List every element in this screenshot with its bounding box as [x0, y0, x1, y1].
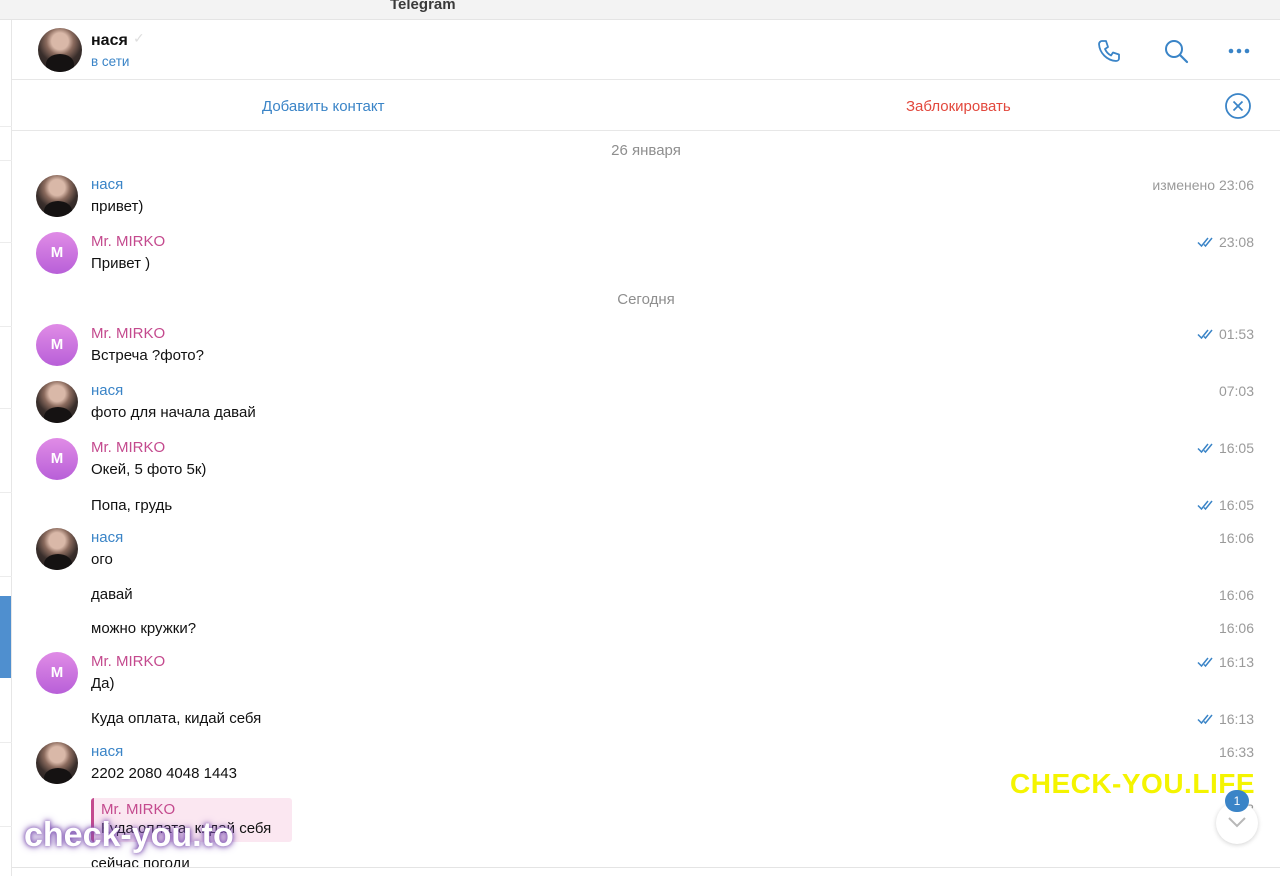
divider	[0, 742, 12, 743]
avatar[interactable]: M	[36, 324, 78, 366]
chat-list-edge	[0, 20, 12, 876]
message-time: 16:13	[1197, 711, 1254, 727]
window-titlebar: Telegram	[0, 0, 1280, 20]
close-icon[interactable]	[1224, 92, 1252, 120]
add-contact-button[interactable]: Добавить контакт	[262, 98, 385, 115]
divider	[0, 242, 12, 243]
message-text: можно кружки?	[91, 620, 197, 637]
message-sender[interactable]: нася	[91, 529, 124, 546]
message-time: 23:08	[1197, 234, 1254, 250]
reply-text: Куда оплата, кидай себя	[101, 820, 272, 837]
avatar[interactable]	[36, 381, 78, 423]
message-text: сейчас погоди	[91, 855, 190, 867]
divider	[0, 576, 12, 577]
message-time: 16:06	[1218, 530, 1254, 546]
selected-chat-indicator[interactable]	[0, 596, 11, 678]
message-time: 16:33	[1218, 744, 1254, 760]
message-time: 16:05	[1197, 497, 1254, 513]
contact-action-bar: Добавить контакт Заблокировать	[12, 80, 1280, 131]
message-text: Окей, 5 фото 5к)	[91, 461, 207, 478]
message-text: Да)	[91, 675, 115, 692]
avatar[interactable]	[38, 28, 82, 72]
message-time: 16:05	[1197, 440, 1254, 456]
online-status: в сети	[91, 54, 130, 69]
chat-header: нася ✓ в сети	[12, 20, 1280, 80]
phone-icon[interactable]	[1094, 36, 1124, 66]
watermark-left: check-you.to	[24, 816, 234, 854]
message-text: давай	[91, 586, 133, 603]
chevron-down-icon	[1228, 817, 1246, 828]
double-check-icon	[1197, 714, 1213, 725]
message-time: изменено 23:06	[1152, 177, 1254, 193]
message-text: Привет )	[91, 255, 151, 272]
message-list[interactable]: 26 января нася привет) изменено 23:06 M …	[12, 131, 1280, 867]
message-time: 01:53	[1197, 326, 1254, 342]
date-separator: Сегодня	[617, 291, 675, 308]
message-input-bar[interactable]	[12, 867, 1280, 876]
double-check-icon	[1197, 237, 1213, 248]
divider	[0, 160, 12, 161]
more-icon[interactable]	[1224, 36, 1254, 66]
date-separator: 26 января	[611, 142, 681, 159]
divider	[0, 408, 12, 409]
avatar[interactable]	[36, 742, 78, 784]
double-check-icon	[1197, 443, 1213, 454]
reply-sender: Mr. MIRKO	[101, 801, 176, 818]
watermark-right: CHECK-YOU.LIFE	[1010, 768, 1255, 799]
divider	[0, 826, 12, 827]
message-text: Встреча ?фото?	[91, 347, 204, 364]
chat-name[interactable]: нася	[91, 32, 128, 49]
search-icon[interactable]	[1161, 36, 1191, 66]
scroll-down-button[interactable]: 1	[1216, 790, 1258, 844]
message-sender[interactable]: Mr. MIRKO	[91, 439, 166, 456]
chevron-down-icon: ✓	[133, 30, 145, 46]
divider	[0, 126, 12, 127]
divider	[0, 326, 12, 327]
message-text: привет)	[91, 198, 144, 215]
avatar[interactable]: M	[36, 232, 78, 274]
message-sender[interactable]: Mr. MIRKO	[91, 233, 166, 250]
double-check-icon	[1197, 657, 1213, 668]
message-time: 16:06	[1218, 587, 1254, 603]
message-sender[interactable]: нася	[91, 743, 124, 760]
message-text: Попа, грудь	[91, 497, 173, 514]
avatar[interactable]: M	[36, 652, 78, 694]
message-text: Куда оплата, кидай себя	[91, 710, 262, 727]
block-button[interactable]: Заблокировать	[906, 98, 1011, 115]
message-sender[interactable]: нася	[91, 176, 124, 193]
message-time: 16:13	[1197, 654, 1254, 670]
message-text: ого	[91, 551, 113, 568]
message-sender[interactable]: Mr. MIRKO	[91, 653, 166, 670]
message-text: фото для начала давай	[91, 404, 256, 421]
double-check-icon	[1197, 500, 1213, 511]
double-check-icon	[1197, 329, 1213, 340]
message-text: 2202 2080 4048 1443	[91, 765, 237, 782]
window-title: Telegram	[390, 0, 456, 13]
message-time: 07:03	[1218, 383, 1254, 399]
avatar[interactable]: M	[36, 438, 78, 480]
reply-quote[interactable]: Mr. MIRKO Куда оплата, кидай себя	[91, 798, 292, 842]
message-time: 16:06	[1218, 620, 1254, 636]
message-sender[interactable]: нася	[91, 382, 124, 399]
avatar[interactable]	[36, 175, 78, 217]
message-sender[interactable]: Mr. MIRKO	[91, 325, 166, 342]
avatar[interactable]	[36, 528, 78, 570]
divider	[0, 492, 12, 493]
unread-badge: 1	[1225, 790, 1249, 812]
